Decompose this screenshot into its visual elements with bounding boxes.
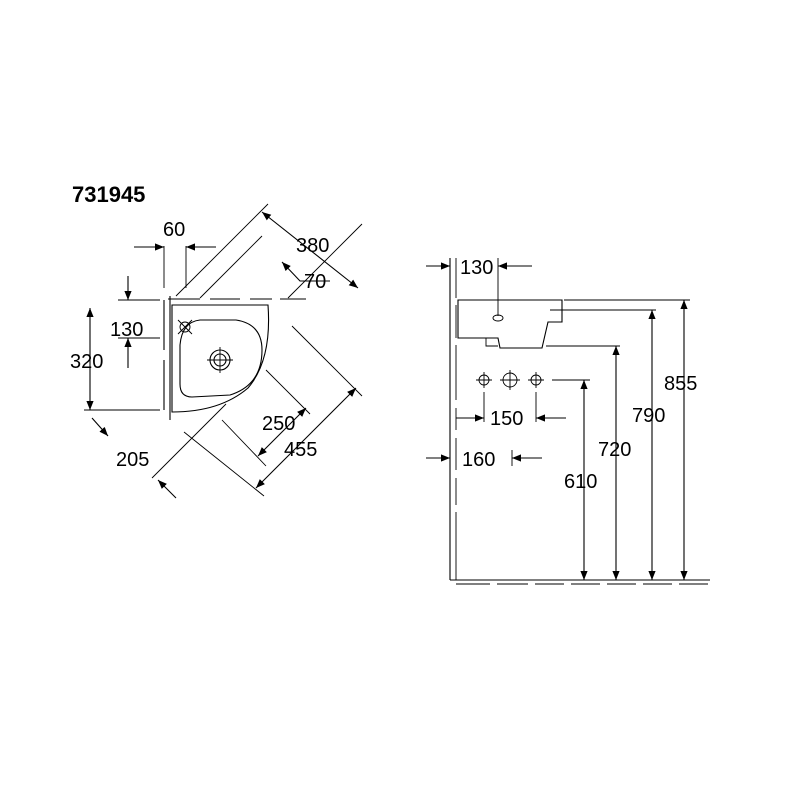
side-view: 130 150 160 610 720 790 bbox=[426, 257, 710, 585]
dim-320-label: 320 bbox=[70, 351, 103, 373]
dim-205-arrow-bottom bbox=[157, 479, 177, 499]
dim-150-label: 150 bbox=[490, 408, 523, 430]
basin-outline bbox=[171, 304, 270, 413]
dim-455-ext bbox=[183, 325, 363, 497]
dim-610-label: 610 bbox=[564, 471, 597, 493]
supply-valves bbox=[476, 370, 544, 390]
basin-bowl bbox=[179, 319, 263, 398]
dim-60-ext bbox=[163, 246, 187, 288]
dim-720-label: 720 bbox=[598, 439, 631, 461]
model-number: 731945 bbox=[72, 182, 145, 207]
dim-130-label: 130 bbox=[110, 319, 143, 341]
dim-380-label: 380 bbox=[296, 235, 329, 257]
dim-205-label: 205 bbox=[116, 449, 149, 471]
dim-70-ext bbox=[199, 235, 263, 299]
dim-790-label: 790 bbox=[632, 405, 665, 427]
drain-icon bbox=[207, 347, 233, 373]
dim-70-leader bbox=[281, 261, 330, 282]
dim-60-label: 60 bbox=[163, 219, 185, 241]
dim-250-label: 250 bbox=[262, 413, 295, 435]
top-view: 60 380 70 130 320 205 250 455 bbox=[70, 203, 363, 499]
tap-hole-icon bbox=[177, 319, 193, 335]
basin-profile bbox=[457, 299, 563, 349]
dim-380-line bbox=[261, 211, 359, 289]
dim-130-side-label: 130 bbox=[460, 257, 493, 279]
dim-205-ext bbox=[151, 403, 227, 479]
dim-70-label: 70 bbox=[304, 271, 326, 293]
dim-205-arrow-top bbox=[91, 417, 109, 437]
dim-455-label: 455 bbox=[284, 439, 317, 461]
dim-855-label: 855 bbox=[664, 373, 697, 395]
basin-trap-stub bbox=[485, 338, 498, 347]
dim-160-label: 160 bbox=[462, 449, 495, 471]
dim-455-line bbox=[255, 387, 357, 489]
